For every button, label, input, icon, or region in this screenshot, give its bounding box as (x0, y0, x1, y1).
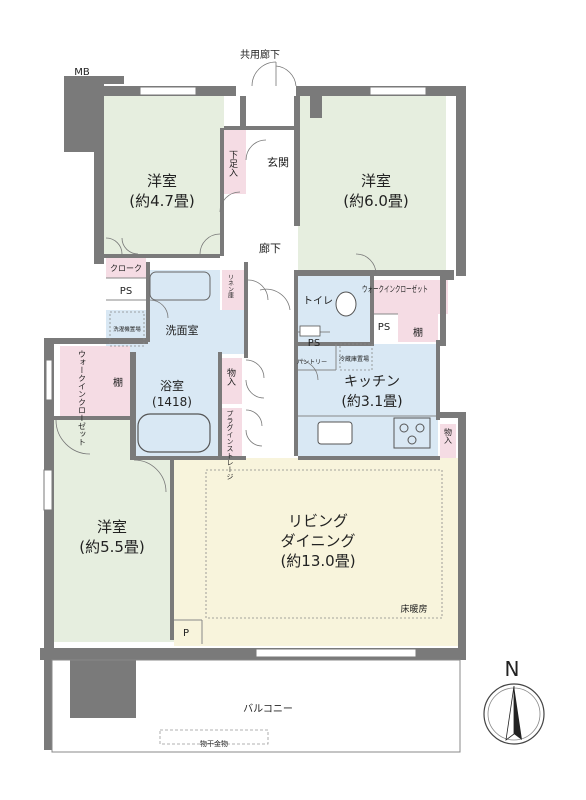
ldk-line1: リビング (288, 512, 348, 530)
shelf-left-label: 棚 (113, 376, 123, 389)
storage-kitchen-label: 物入 (444, 427, 453, 444)
windows (43, 86, 427, 658)
ps1-label: PS (120, 286, 132, 297)
room-western-ne-name: 洋室 (361, 172, 391, 190)
toilet-icon (335, 291, 357, 317)
shoe-storage-fill (224, 130, 246, 194)
hallway-label: 廊下 (259, 241, 281, 255)
north-arrow-icon (483, 683, 545, 745)
ldk-line2: ダイニング (280, 532, 355, 550)
room-western-sw-size: (約5.5畳) (79, 538, 145, 556)
walkin-left-fill (60, 346, 108, 416)
shelf-right-fill (398, 314, 438, 342)
floor-heating-label: 床暖房 (400, 603, 427, 615)
storage-kitchen-fill (440, 424, 456, 458)
drying-rack-label: 物干金物 (200, 739, 228, 748)
shoe-storage-label: 下足入 (227, 150, 238, 177)
kitchen-name: キッチン (344, 374, 400, 390)
stove-icon (393, 417, 431, 449)
room-western-ne-fill (298, 96, 446, 274)
ps3-label: PS (308, 338, 320, 349)
shelf-right-label: 棚 (413, 326, 423, 339)
room-western-nw-name: 洋室 (147, 172, 177, 190)
kitchen-sink-icon (317, 421, 353, 445)
room-western-ne-size: (約6.0畳) (343, 192, 409, 210)
entrance-label: 玄関 (267, 155, 289, 169)
storage-mono-label: 物入 (225, 367, 236, 386)
toilet-label: トイレ (303, 296, 333, 307)
room-ldk-fill (174, 458, 458, 646)
linen-label: リネン庫 (227, 274, 234, 299)
linen-fill (222, 270, 244, 310)
p-label: P (183, 628, 189, 639)
corridor-label: 共用廊下 (240, 48, 280, 61)
bath-name: 浴室 (160, 378, 184, 393)
walkin-right-label: ウォークインクローゼット (362, 284, 428, 295)
drying-rack-outline (159, 729, 269, 745)
pantry-label: パントリー (297, 359, 327, 366)
kitchen-size: (約3.1畳) (341, 394, 402, 410)
mb-label: MB (74, 67, 90, 78)
balcony-label: バルコニー (243, 703, 293, 715)
cloak-fill (106, 258, 146, 278)
bathtub-icon (137, 413, 211, 453)
north-label: N (505, 657, 520, 681)
washing-machine-area (109, 311, 145, 347)
door-swings (55, 61, 377, 493)
room-western-nw-fill (98, 96, 224, 256)
shelf-left-fill (108, 346, 130, 416)
room-western-nw-size: (約4.7畳) (129, 192, 195, 210)
ldk-size: (約13.0畳) (280, 552, 355, 570)
balcony-outline (51, 659, 461, 753)
ps2-label: PS (378, 322, 390, 333)
floor-heating-area (205, 469, 443, 619)
plugin-storage-label: プラグインストレージ (226, 410, 234, 480)
cloak-label: クローク (110, 264, 142, 273)
walkin-left-label: ウォークインクローゼット (78, 350, 87, 446)
fridge-area (339, 343, 373, 371)
bath-size: (1418) (152, 395, 192, 409)
storage-mono-fill (222, 358, 242, 404)
toilet-sink-icon (299, 325, 321, 337)
washing-machine-label: 洗濯機置場 (113, 325, 141, 333)
washbasin-icon (149, 271, 211, 301)
walkin-right-fill (372, 280, 448, 314)
room-western-sw-name: 洋室 (97, 518, 127, 536)
fridge-label: 冷蔵庫置場 (339, 355, 369, 363)
plugin-storage-fill (222, 408, 242, 458)
washroom-label: 洗面室 (166, 323, 199, 337)
